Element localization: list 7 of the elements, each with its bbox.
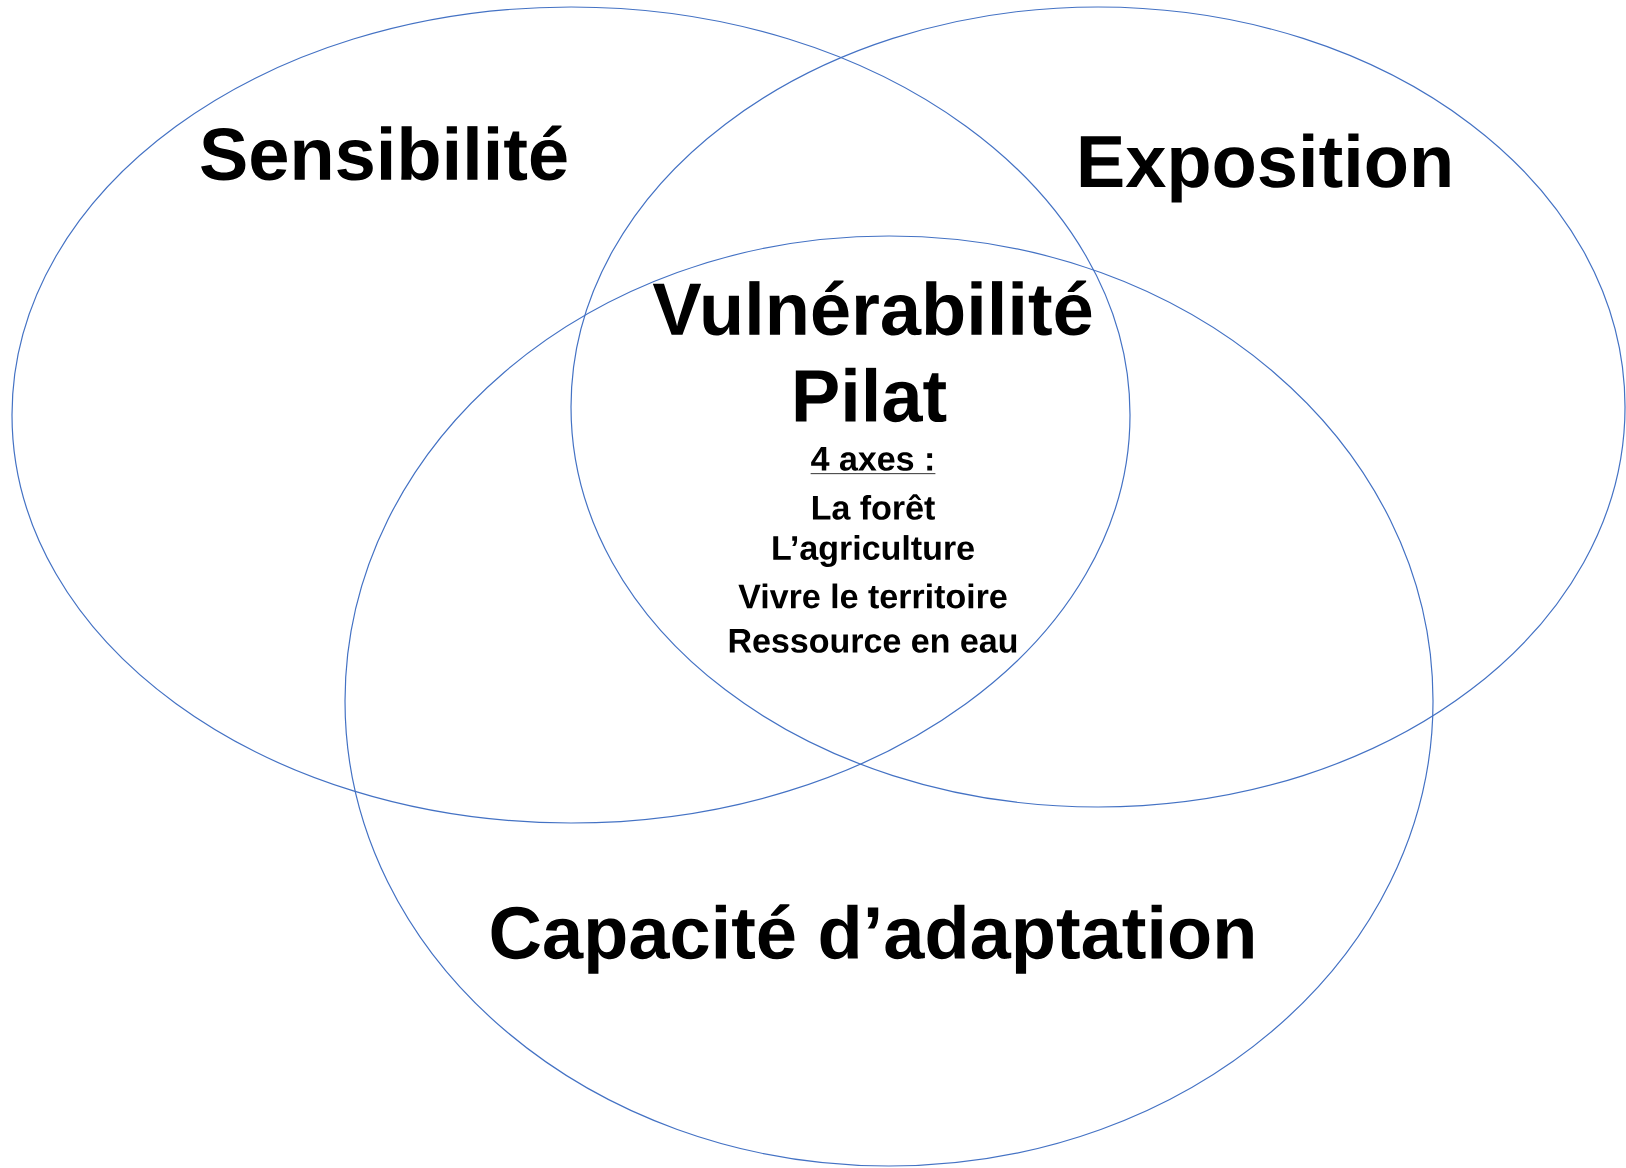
axis-item: Ressource en eau: [729, 629, 1017, 653]
axis-item: Vivre le territoire: [738, 583, 1007, 609]
axes-heading: 4 axes :: [810, 447, 936, 475]
center-title: Pilat: [795, 367, 947, 423]
axis-item: L’agriculture: [773, 535, 974, 567]
center-title: Vulnérabilité: [652, 280, 1092, 336]
axis-item: La forêt: [812, 494, 935, 520]
